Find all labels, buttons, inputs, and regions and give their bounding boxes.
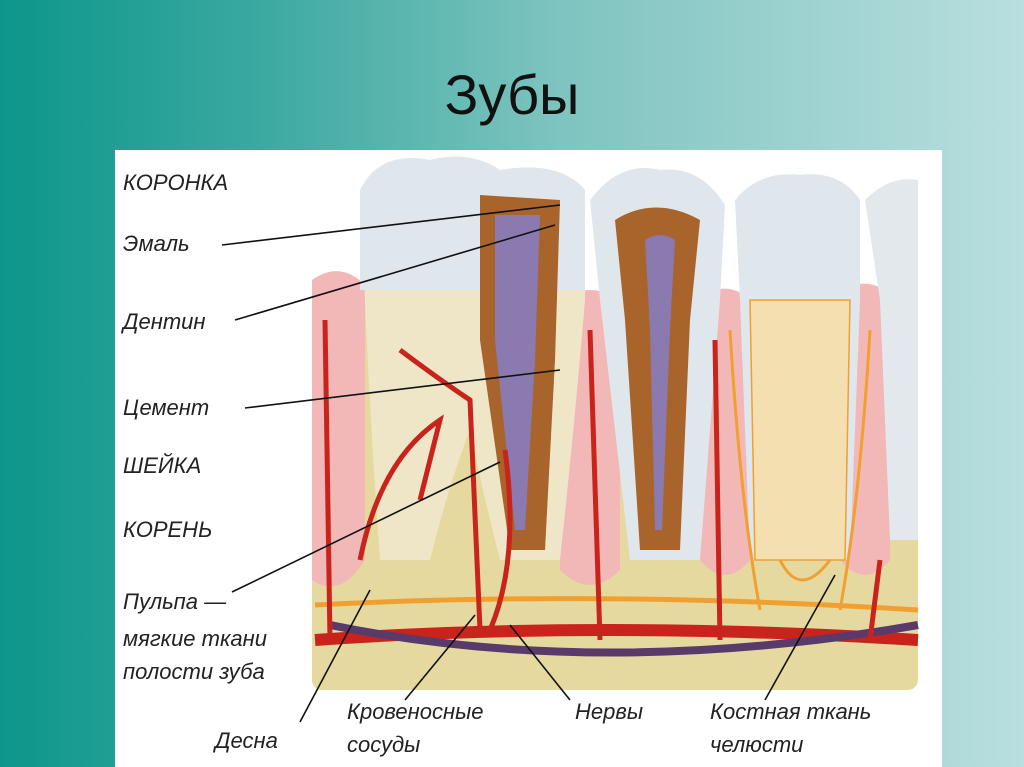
artery-branches <box>322 319 883 641</box>
nerve-branches <box>728 329 872 611</box>
leader-vessels <box>404 614 476 701</box>
label-vessels-2: сосуды <box>347 732 421 757</box>
label-vessels-1: Кровеносные <box>347 699 484 724</box>
label-pulp-2: мягкие ткани <box>123 626 267 651</box>
label-cement: Цемент <box>123 395 210 420</box>
leader-nerves <box>509 624 571 701</box>
label-pulp-1: Пульпа — <box>123 589 227 614</box>
leader-pulp <box>231 461 501 593</box>
label-bone-2: челюсти <box>710 732 804 757</box>
label-enamel: Эмаль <box>123 231 190 256</box>
leader-bone <box>764 574 836 701</box>
vein <box>329 621 919 657</box>
label-crown: КОРОНКА <box>123 170 229 195</box>
gum <box>312 271 365 587</box>
leader-gum <box>299 589 371 723</box>
leader-lines <box>221 204 836 723</box>
leader-cement <box>244 369 561 409</box>
label-bone-1: Костная ткань <box>710 699 872 724</box>
slide-title: Зубы <box>444 63 580 126</box>
leader-dentin <box>234 224 556 321</box>
leader-enamel <box>221 204 561 246</box>
nerve <box>314 596 919 613</box>
label-pulp-3: полости зуба <box>123 659 265 684</box>
label-neck: ШЕЙКА <box>123 453 202 478</box>
label-gum: Десна <box>215 728 278 753</box>
label-dentin: Дентин <box>123 309 206 334</box>
tooth <box>865 179 918 540</box>
label-nerves: Нервы <box>575 699 644 724</box>
root-nerve-mesh <box>749 299 851 561</box>
pulp <box>645 235 675 530</box>
pulp <box>495 215 540 530</box>
label-root: КОРЕНЬ <box>123 517 213 542</box>
